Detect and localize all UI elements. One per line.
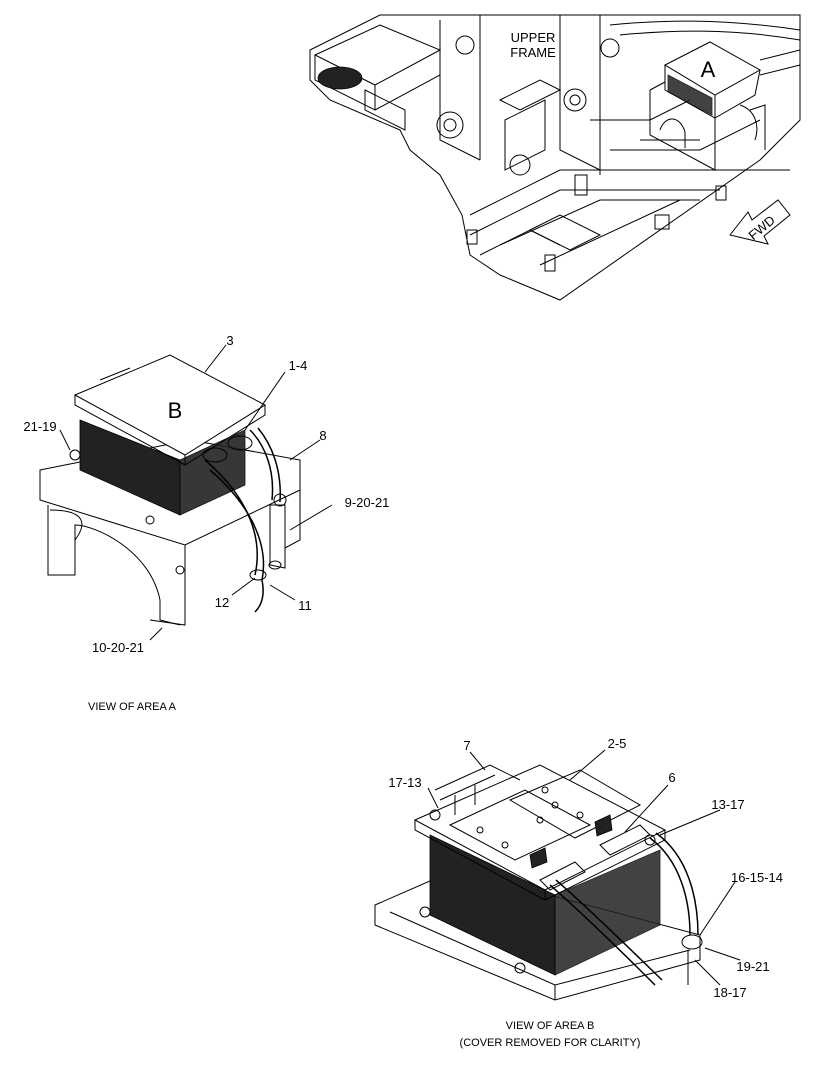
view-b-caption: VIEW OF AREA B — [506, 1020, 595, 1032]
callout-11: 11 — [298, 598, 312, 613]
callout-18-17: 18-17 — [713, 985, 746, 1000]
callout-10-20-21: 10-20-21 — [92, 640, 144, 655]
callout-8: 8 — [319, 428, 326, 443]
callout-9-20-21: 9-20-21 — [345, 495, 390, 510]
view-a-caption: VIEW OF AREA A — [88, 701, 177, 713]
callout-19-21: 19-21 — [736, 959, 769, 974]
callout-17-13: 17-13 — [388, 775, 421, 790]
view-b-caption-note: (COVER REMOVED FOR CLARITY) — [460, 1037, 641, 1049]
callout-13-17: 13-17 — [711, 797, 744, 812]
area-b-marker: B — [168, 398, 183, 423]
callout-1-4: 1-4 — [289, 358, 308, 373]
callout-12: 12 — [215, 595, 229, 610]
upper-frame-drawing — [309, 14, 801, 301]
area-b-drawing — [374, 749, 741, 1001]
callout-3: 3 — [226, 333, 233, 348]
callout-21-19: 21-19 — [23, 419, 56, 434]
callout-2-5: 2-5 — [608, 736, 627, 751]
area-a-drawing — [39, 344, 333, 641]
callout-6: 6 — [668, 770, 675, 785]
callout-7: 7 — [463, 738, 470, 753]
upper-frame-label: FRAME — [510, 45, 556, 60]
fwd-arrow-icon — [729, 199, 791, 245]
area-a-marker: A — [701, 57, 716, 82]
callout-16-15-14: 16-15-14 — [731, 870, 783, 885]
upper-frame-label: UPPER — [511, 30, 556, 45]
